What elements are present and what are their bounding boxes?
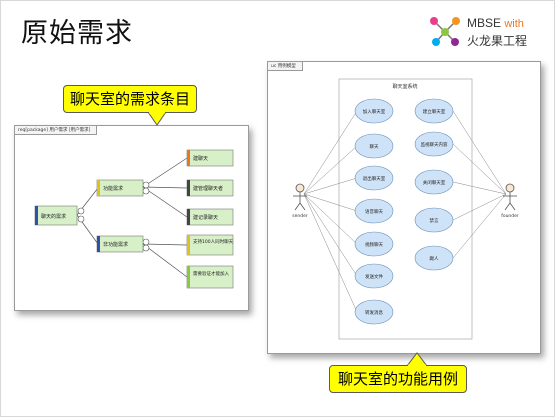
usecase[interactable] bbox=[354, 263, 394, 289]
requirements-callout: 聊天室的需求条目 bbox=[63, 85, 197, 113]
logo-text: MBSE with bbox=[467, 16, 524, 30]
svg-text:需要验证才能加入: 需要验证才能加入 bbox=[193, 270, 229, 277]
req-node-root[interactable]: 聊天的需求 bbox=[34, 205, 78, 226]
usecase[interactable] bbox=[354, 198, 394, 224]
diagram-tab: uc 用例模型 bbox=[268, 62, 303, 71]
usecase[interactable] bbox=[354, 133, 394, 159]
diagram-tab: req[package] 用户需求 [用户需求] bbox=[15, 126, 98, 135]
usecase-label: 建立聊天室 bbox=[423, 108, 446, 115]
usecase-label: 关闭聊天室 bbox=[423, 179, 446, 186]
svg-text:非功能需求: 非功能需求 bbox=[103, 241, 128, 248]
usecase[interactable] bbox=[414, 245, 454, 271]
logo: MBSE with 火龙果工程 bbox=[429, 15, 551, 49]
req-node-nonfunctional[interactable]: 非功能需求 bbox=[96, 235, 144, 253]
req-node-leaf[interactable]: 需要验证才能加入 bbox=[186, 265, 234, 289]
svg-text:支持100人同时聊天: 支持100人同时聊天 bbox=[193, 238, 234, 245]
usecase-label: 踢人 bbox=[430, 256, 439, 262]
requirements-canvas: 聊天的需求 功能需求 非功能需求 建聊天 建管理聊天 bbox=[34, 149, 234, 289]
slide-title: 原始需求 bbox=[21, 18, 133, 49]
usecase-label: 语音聊天 bbox=[365, 208, 383, 215]
logo-subtitle: 火龙果工程 bbox=[467, 34, 528, 48]
actor-founder-icon[interactable] bbox=[503, 183, 517, 211]
usecase[interactable] bbox=[414, 98, 454, 124]
requirements-diagram: req[package] 用户需求 [用户需求] 聊天的需求 bbox=[14, 125, 249, 311]
req-node-leaf[interactable]: 建记录聊天 bbox=[186, 208, 234, 226]
usecase-label: 发送文件 bbox=[365, 273, 383, 280]
usecase[interactable] bbox=[414, 169, 454, 195]
callout-pointer-icon bbox=[147, 112, 167, 126]
usecase-label: 监视聊天内容 bbox=[421, 141, 448, 148]
usecase-label: 加入聊天室 bbox=[363, 108, 386, 115]
usecase-label: 转发消息 bbox=[365, 309, 383, 316]
usecase[interactable] bbox=[414, 131, 454, 157]
actor-sender-label: sender bbox=[292, 213, 308, 219]
usecase-label: 视频聊天 bbox=[365, 241, 383, 248]
usecase[interactable] bbox=[354, 299, 394, 325]
actor-founder-label: founder bbox=[501, 213, 519, 219]
usecase[interactable] bbox=[414, 207, 454, 233]
req-node-leaf[interactable]: 建聊天 bbox=[186, 149, 234, 167]
svg-text:建记录聊天: 建记录聊天 bbox=[193, 214, 218, 221]
req-node-functional[interactable]: 功能需求 bbox=[96, 179, 144, 197]
svg-text:功能需求: 功能需求 bbox=[103, 185, 123, 192]
actor-sender-icon[interactable] bbox=[293, 183, 307, 211]
system-boundary-label: 聊天室系统 bbox=[392, 83, 417, 90]
usecase-label: 退出聊天室 bbox=[363, 175, 386, 182]
usecase[interactable] bbox=[354, 98, 394, 124]
svg-text:建管理聊天者: 建管理聊天者 bbox=[193, 185, 223, 192]
svg-text:聊天的需求: 聊天的需求 bbox=[41, 213, 66, 220]
mbse-logo-icon bbox=[430, 17, 460, 46]
usecases-callout: 聊天室的功能用例 bbox=[329, 365, 467, 393]
req-node-leaf[interactable]: 建管理聊天者 bbox=[186, 179, 234, 197]
usecase[interactable] bbox=[354, 165, 394, 191]
req-node-leaf[interactable]: 支持100人同时聊天 bbox=[186, 234, 234, 256]
usecase-label: 禁言 bbox=[430, 217, 439, 224]
usecase[interactable] bbox=[354, 231, 394, 257]
usecase-diagram: uc 用例模型 聊天室系统 bbox=[267, 61, 541, 354]
usecase-label: 聊天 bbox=[370, 143, 379, 150]
callout-pointer-icon bbox=[406, 352, 428, 366]
svg-text:建聊天: 建聊天 bbox=[193, 155, 208, 162]
usecase-canvas: 聊天室系统 bbox=[292, 78, 519, 340]
